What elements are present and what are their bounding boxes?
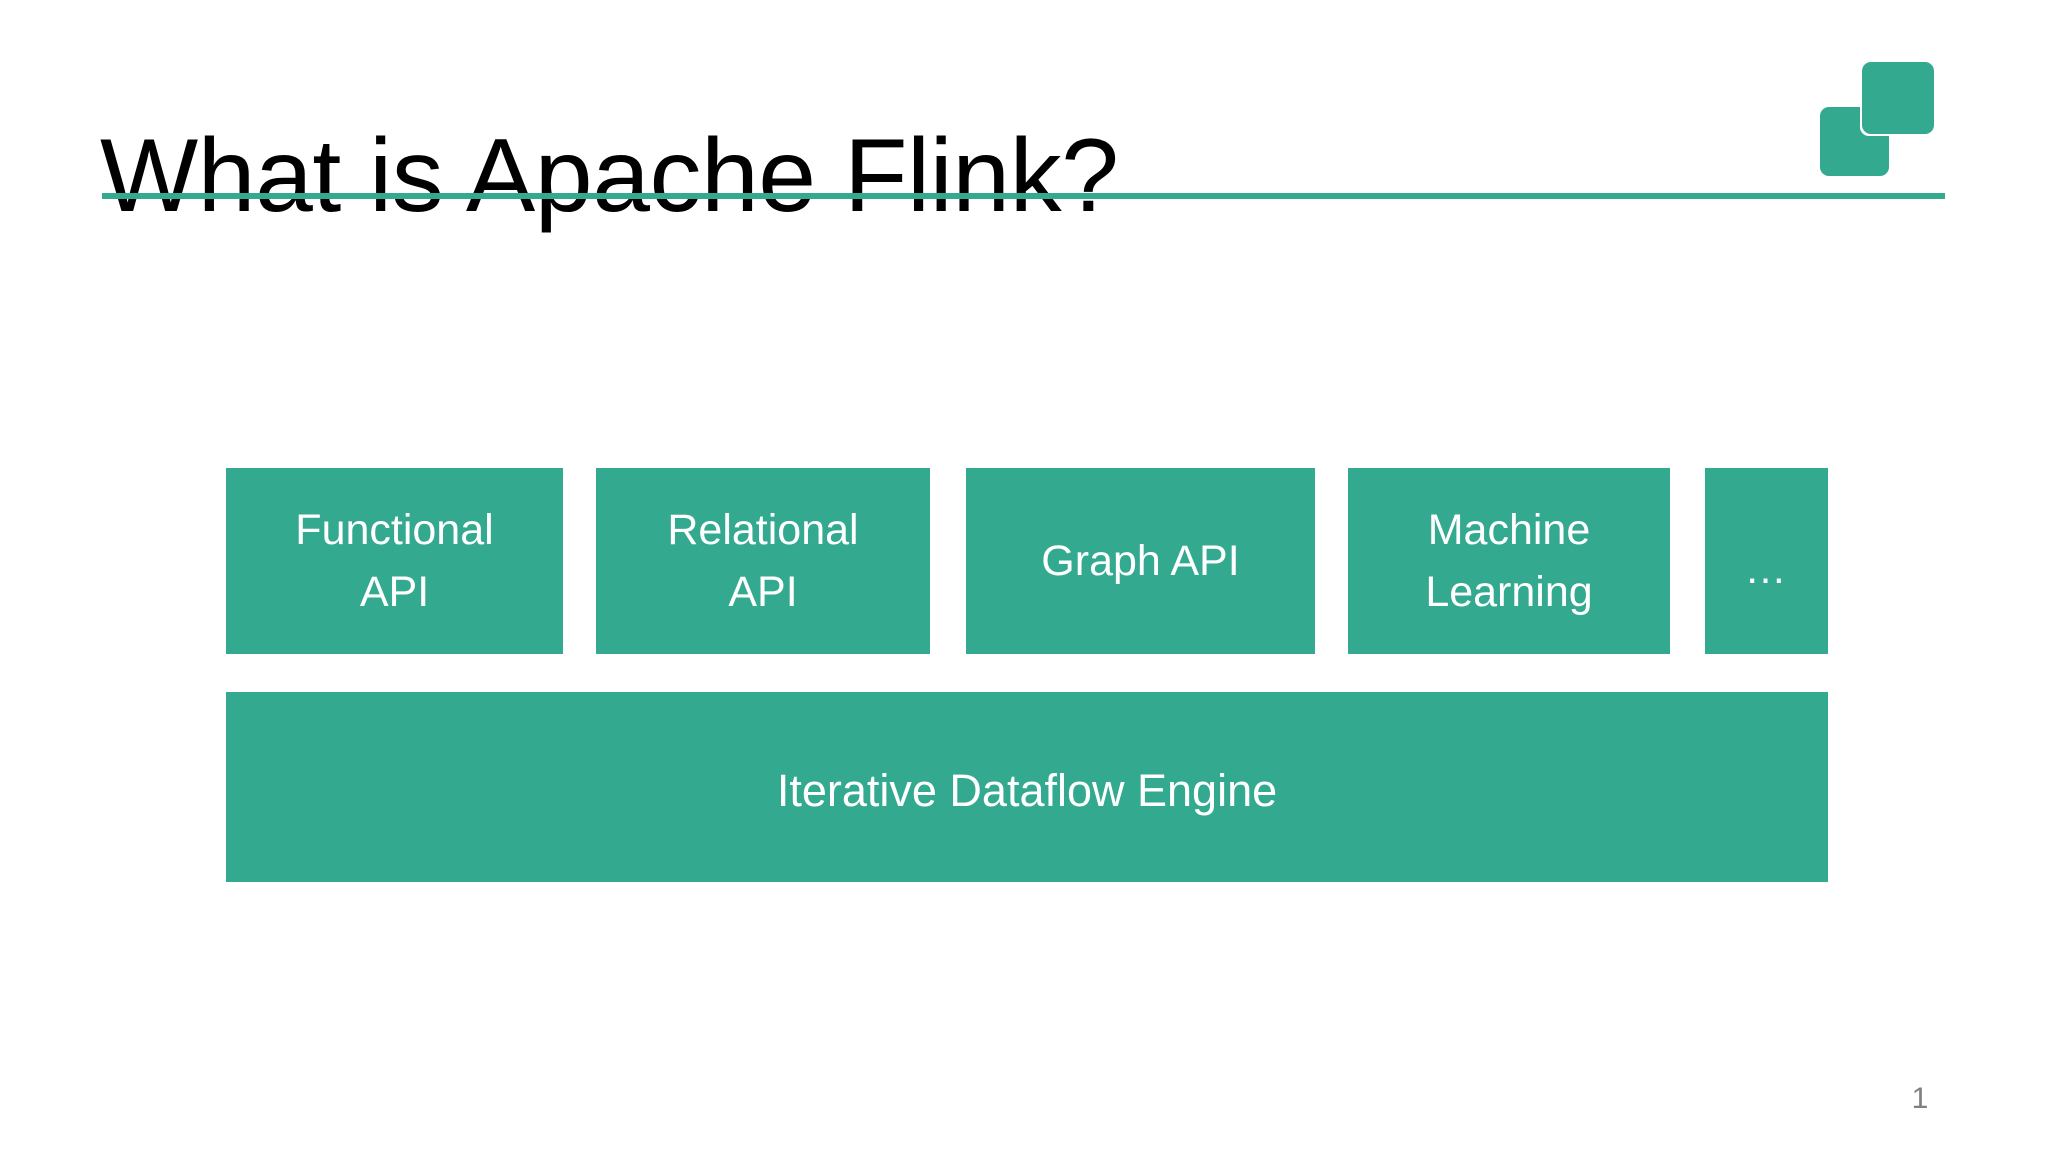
page-title: What is Apache Flink? bbox=[100, 117, 1119, 234]
stack-box-graph-api: Graph API bbox=[966, 468, 1315, 654]
page-number: 1 bbox=[1911, 1082, 1929, 1115]
stack-box-label: … bbox=[1744, 545, 1789, 592]
stack-box-functional-api: Functional API bbox=[226, 468, 563, 654]
stack-box-label: Functional API bbox=[295, 506, 494, 616]
stack-box-label: Machine Learning bbox=[1425, 506, 1593, 616]
stack-box-more-ellipsis: … bbox=[1705, 468, 1828, 654]
apache-flink-squares-logo-icon bbox=[1820, 62, 1936, 178]
stack-box-machine-learning: Machine Learning bbox=[1348, 468, 1670, 654]
stack-box-label: Iterative Dataflow Engine bbox=[776, 765, 1278, 816]
stack-box-iterative-dataflow-engine: Iterative Dataflow Engine bbox=[226, 692, 1828, 882]
stack-box-relational-api: Relational API bbox=[596, 468, 930, 654]
stack-box-label: Relational API bbox=[667, 506, 859, 616]
stack-box-label: Graph API bbox=[1041, 537, 1240, 585]
logo-square-large-icon bbox=[1862, 62, 1934, 134]
title-divider-rule bbox=[102, 193, 1945, 199]
